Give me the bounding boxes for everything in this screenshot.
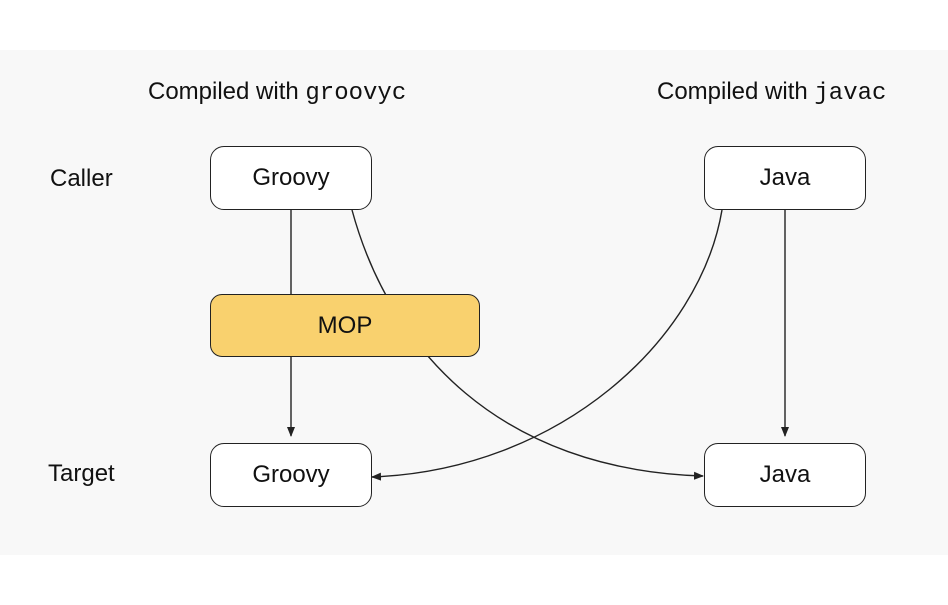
node-target-java-label: Java — [759, 461, 811, 488]
mop-box: MOP — [210, 294, 480, 357]
node-target-groovy: Groovy — [210, 443, 372, 507]
node-target-groovy-label: Groovy — [252, 461, 330, 488]
heading-groovyc-prefix: Compiled with — [148, 78, 306, 105]
node-caller-groovy: Groovy — [210, 146, 372, 210]
heading-javac: Compiled with javac — [657, 80, 886, 106]
row-label-target: Target — [48, 460, 115, 487]
mop-label: MOP — [317, 311, 373, 339]
node-caller-java-label: Java — [759, 164, 811, 191]
row-label-caller: Caller — [50, 165, 113, 192]
node-target-java: Java — [704, 443, 866, 507]
heading-groovyc-code: groovyc — [305, 80, 407, 107]
node-caller-java: Java — [704, 146, 866, 210]
heading-javac-code: javac — [814, 80, 887, 107]
heading-javac-prefix: Compiled with — [657, 78, 815, 105]
node-caller-groovy-label: Groovy — [252, 164, 330, 191]
heading-groovyc: Compiled with groovyc — [148, 80, 406, 106]
